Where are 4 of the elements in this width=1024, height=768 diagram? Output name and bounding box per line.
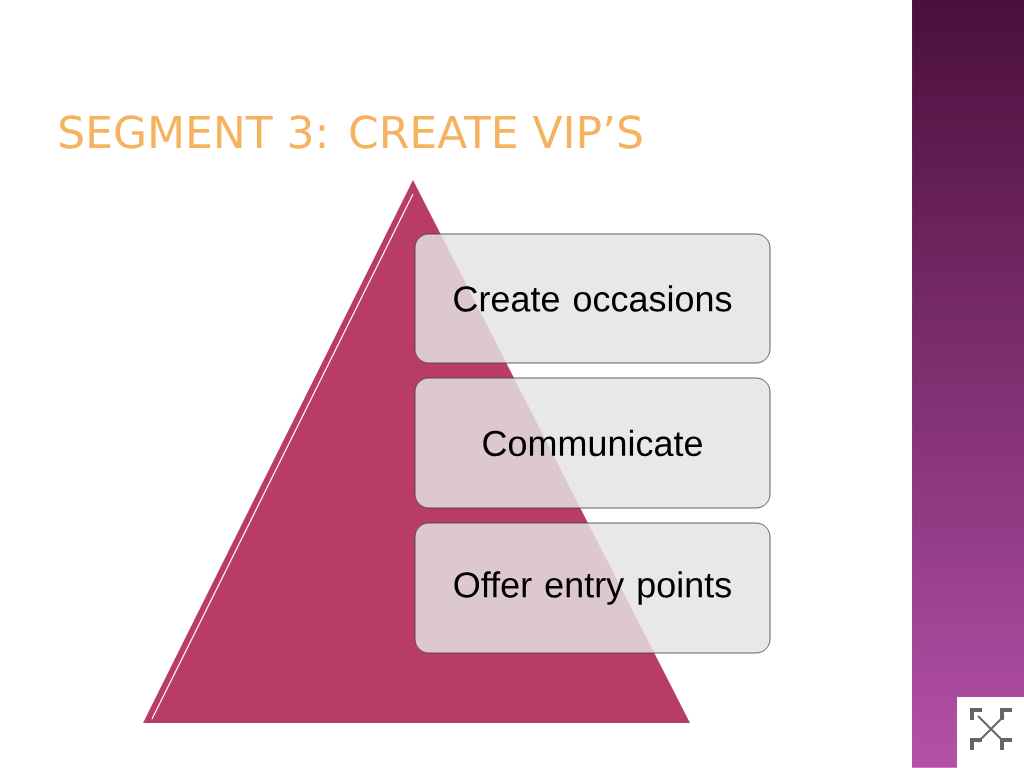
text-box: Communicate	[414, 377, 771, 509]
text-box: Offer entry points	[414, 522, 771, 654]
title: SEGMENT 3: CREATE VIP’S	[60, 115, 642, 149]
text-box: Create occasions	[414, 233, 771, 364]
